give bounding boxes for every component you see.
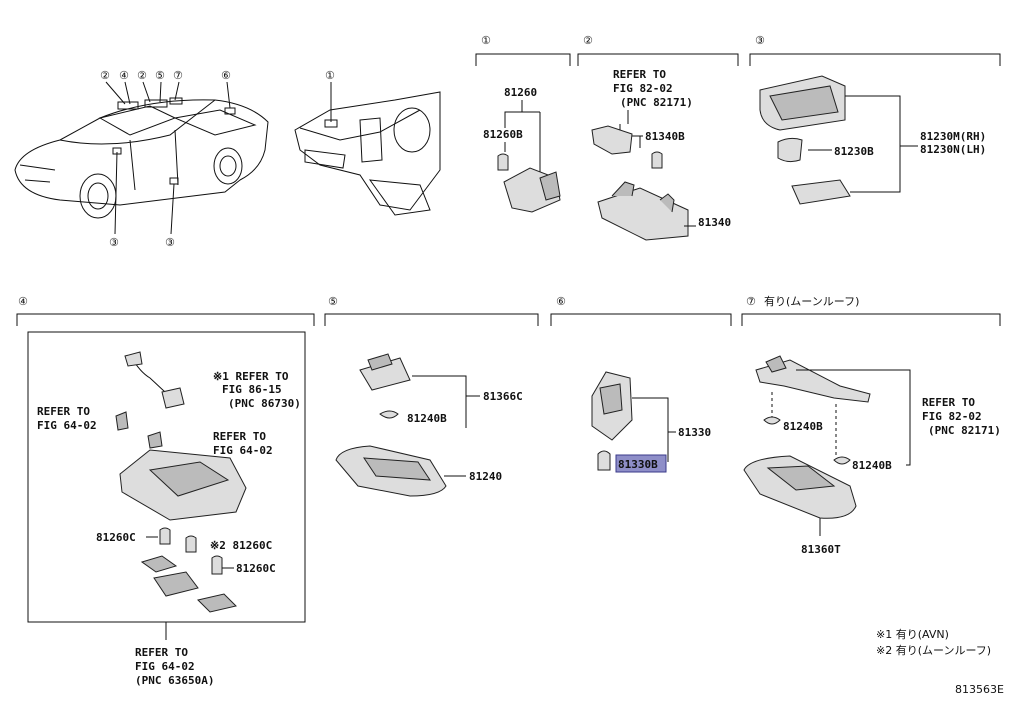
svg-text:81230M(RH): 81230M(RH)	[920, 130, 986, 143]
svg-text:81330: 81330	[678, 426, 711, 439]
svg-text:FIG 64-02: FIG 64-02	[135, 660, 195, 673]
figure-id: 813563E	[955, 683, 1004, 696]
svg-text:⑥: ⑥	[221, 69, 231, 82]
svg-text:③: ③	[109, 236, 119, 249]
svg-text:81240B: 81240B	[852, 459, 892, 472]
svg-text:81360T: 81360T	[801, 543, 841, 556]
svg-text:FIG 86-15: FIG 86-15	[222, 383, 282, 396]
section-1-header: ①	[475, 34, 571, 66]
svg-text:81240: 81240	[469, 470, 502, 483]
svg-text:⑦: ⑦	[746, 295, 756, 308]
svg-text:⑤: ⑤	[328, 295, 338, 308]
svg-text:※1 REFER TO: ※1 REFER TO	[213, 370, 289, 383]
svg-text:81366C: 81366C	[483, 390, 523, 403]
svg-text:81230B: 81230B	[834, 145, 874, 158]
svg-text:FIG 64-02: FIG 64-02	[37, 419, 97, 432]
svg-text:REFER TO: REFER TO	[37, 405, 90, 418]
svg-text:※2 有り(ムーンルーフ): ※2 有り(ムーンルーフ)	[876, 643, 991, 657]
section-2-header: ②	[577, 34, 739, 66]
svg-text:81340B: 81340B	[645, 130, 685, 143]
svg-text:⑦: ⑦	[173, 69, 183, 82]
section-6-header: ⑥	[550, 295, 732, 326]
section-4-parts: ※1 REFER TO FIG 86-15 (PNC 86730) REFER …	[37, 351, 301, 687]
section-5-parts: 81366C 81240B 81240	[335, 353, 523, 497]
svg-text:②: ②	[583, 34, 593, 47]
section-2-parts: REFER TO FIG 82-02 (PNC 82171) 81340B 81…	[591, 68, 731, 241]
svg-text:有り(ムーンルーフ): 有り(ムーンルーフ)	[764, 294, 859, 308]
car-callouts: ② ④ ② ⑤ ⑦ ⑥ ③ ③	[100, 69, 231, 249]
svg-text:(PNC 82171): (PNC 82171)	[620, 96, 693, 109]
svg-text:81260B: 81260B	[483, 128, 523, 141]
svg-text:81240B: 81240B	[783, 420, 823, 433]
svg-text:③: ③	[165, 236, 175, 249]
svg-text:FIG 64-02: FIG 64-02	[213, 444, 273, 457]
svg-text:81260C: 81260C	[96, 531, 136, 544]
svg-text:(PNC 86730): (PNC 86730)	[228, 397, 301, 410]
section-1-parts: 81260 81260B	[483, 86, 561, 213]
svg-text:81260: 81260	[504, 86, 537, 99]
svg-text:※1 有り(AVN): ※1 有り(AVN)	[876, 627, 949, 641]
svg-text:※2 81260C: ※2 81260C	[210, 539, 272, 552]
section-3-header: ③	[749, 34, 1001, 66]
svg-text:81230N(LH): 81230N(LH)	[920, 143, 986, 156]
svg-text:81330B: 81330B	[618, 458, 658, 471]
svg-text:FIG 82-02: FIG 82-02	[922, 410, 982, 423]
svg-text:REFER TO: REFER TO	[922, 396, 975, 409]
svg-text:81340: 81340	[698, 216, 731, 229]
svg-text:FIG 82-02: FIG 82-02	[613, 82, 673, 95]
svg-text:③: ③	[755, 34, 765, 47]
svg-text:⑥: ⑥	[556, 295, 566, 308]
section-4-header: ④	[16, 295, 315, 326]
section-5-header: ⑤	[324, 295, 539, 326]
section-7-header: ⑦ 有り(ムーンルーフ)	[741, 294, 1001, 326]
svg-text:REFER TO: REFER TO	[613, 68, 666, 81]
footnotes: ※1 有り(AVN) ※2 有り(ムーンルーフ)	[876, 627, 991, 657]
svg-text:(PNC 63650A): (PNC 63650A)	[135, 674, 214, 687]
svg-text:①: ①	[481, 34, 491, 47]
dash-callout: ①	[325, 69, 335, 122]
svg-text:REFER TO: REFER TO	[213, 430, 266, 443]
section-7-parts: 81240B 81240B REFER TO FIG 82-02 (PNC 82…	[743, 355, 1001, 556]
svg-text:④: ④	[18, 295, 28, 308]
highlight-81330B[interactable]	[615, 454, 667, 473]
svg-text:REFER TO: REFER TO	[135, 646, 188, 659]
svg-text:81260C: 81260C	[236, 562, 276, 575]
svg-text:⑤: ⑤	[155, 69, 165, 82]
section-6-parts: 81330 81330B	[591, 371, 711, 473]
svg-text:(PNC 82171): (PNC 82171)	[928, 424, 1001, 437]
svg-text:④: ④	[119, 69, 129, 82]
svg-text:②: ②	[137, 69, 147, 82]
svg-text:①: ①	[325, 69, 335, 82]
section-3-parts: 81230B 81230M(RH) 81230N(LH)	[759, 75, 986, 205]
car-illustration	[14, 97, 269, 219]
dashboard-illustration	[294, 91, 441, 216]
svg-text:81240B: 81240B	[407, 412, 447, 425]
svg-text:②: ②	[100, 69, 110, 82]
